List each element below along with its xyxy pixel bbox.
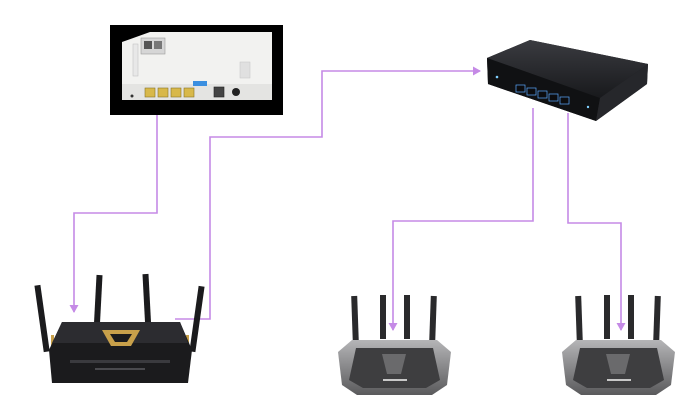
ont-modem-icon	[110, 25, 283, 115]
link-switch-to-mesh-node-1	[388, 108, 534, 331]
ethernet-switch-icon	[487, 40, 648, 121]
connection-links	[69, 66, 626, 331]
mesh-router-icon	[562, 295, 675, 395]
link-switch-to-mesh-node-2	[567, 113, 626, 331]
link-router-to-switch	[175, 66, 481, 320]
switch-port-row	[515, 84, 570, 105]
link-modem-to-router	[69, 112, 158, 313]
gaming-router-icon	[34, 273, 205, 383]
mesh-router-icon	[338, 295, 451, 395]
